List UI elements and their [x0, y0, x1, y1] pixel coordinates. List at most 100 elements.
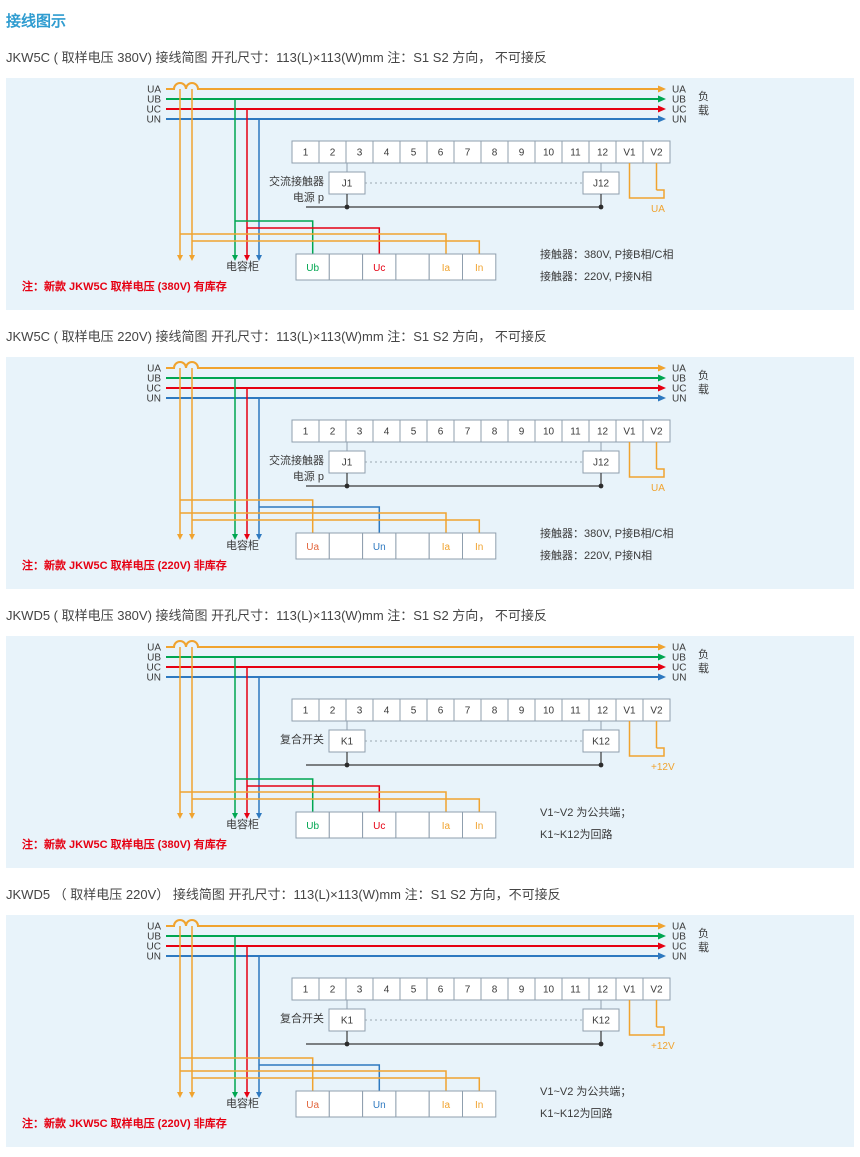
relay-box-end-label: K12 — [592, 737, 610, 748]
phase-right-label-uc: UC — [672, 384, 686, 395]
relay-box-start-label: J1 — [342, 458, 353, 469]
arrow-down-s2-icon — [189, 1092, 195, 1098]
phase-left-label-uc: UC — [147, 942, 161, 953]
stock-note: 注：新款 JKW5C 取样电压 (220V) 非库存 — [22, 1116, 227, 1130]
terminal-cell-label: V2 — [650, 706, 663, 717]
v1v2-bracket-wire — [628, 721, 665, 757]
terminal-cell-label: 9 — [519, 148, 525, 159]
terminal-cell-label: 2 — [330, 148, 336, 159]
capacitor-cabinet-label: 电容柜 — [226, 1096, 259, 1110]
diagram-section: JKWD5 ( 取样电压 380V) 接线简图 开孔尺寸：113(L)×113(… — [6, 605, 854, 868]
stock-note: 注：新款 JKW5C 取样电压 (380V) 有库存 — [22, 279, 227, 293]
terminal-cell-label: 5 — [411, 985, 417, 996]
terminal-cell-label: V2 — [650, 985, 663, 996]
phase-right-label-ua: UA — [672, 643, 686, 654]
terminal-cell-label: 10 — [543, 985, 555, 996]
device-label-line1: 交流接触器 — [269, 174, 324, 188]
capacitor-terminal-label: In — [475, 1100, 483, 1111]
right-note-line1: 接触器：380V, P接B相/C相 — [540, 526, 673, 540]
terminal-cell-label: V1 — [623, 148, 636, 159]
capacitor-terminal-cell — [295, 811, 330, 839]
arrow-down-s1-icon — [177, 534, 183, 540]
capacitor-terminal-cell — [295, 1090, 330, 1118]
phase-line-ua — [166, 361, 658, 369]
capacitor-terminal-cell — [395, 1090, 430, 1118]
terminal-cell-label: 5 — [411, 148, 417, 159]
relay-box-start-label: K1 — [341, 737, 354, 748]
terminal-strip: 1 2 3 4 5 6 7 8 9 10 11 12 V1 V2 — [291, 698, 671, 722]
capacitor-cabinet-label: 电容柜 — [226, 817, 259, 831]
terminal-cell-label: 12 — [597, 427, 609, 438]
right-note-line2: 接触器：220V, P接N相 — [540, 548, 652, 562]
phase-left-label-ub: UB — [147, 95, 161, 106]
feed-in-wire — [192, 240, 481, 254]
terminal-strip: 1 2 3 4 5 6 7 8 9 10 11 12 V1 V2 — [291, 977, 671, 1001]
capacitor-terminal-cell — [462, 532, 497, 560]
wiring-diagram: UA UB UC UN UA UB UC UN 负 载 — [22, 919, 709, 1130]
diagram-panel: UA UB UC UN UA UB UC UN 负 载 — [6, 636, 854, 868]
arrow-right-ub-icon — [658, 95, 666, 103]
feed-in-wire — [192, 519, 481, 533]
phase-right-label-ub: UB — [672, 653, 686, 664]
capacitor-terminal-label: Ub — [306, 821, 319, 832]
relay-box-start-label: K1 — [341, 1016, 354, 1027]
terminal-cell-label: 8 — [492, 427, 498, 438]
terminal-cell-label: 10 — [543, 706, 555, 717]
terminal-cell-label: 5 — [411, 706, 417, 717]
capacitor-terminal-cell — [428, 253, 464, 281]
terminal-cell-label: 6 — [438, 985, 444, 996]
terminal-cell-label: 2 — [330, 985, 336, 996]
arrow-right-ub-icon — [658, 374, 666, 382]
junction-dot — [344, 1041, 350, 1047]
device-label-line2: 电源 p — [293, 469, 324, 483]
phase-right-label-un: UN — [672, 394, 686, 405]
terminal-cell-label: 11 — [570, 985, 581, 996]
phase-right-label-uc: UC — [672, 942, 686, 953]
device-label-line1: 复合开关 — [280, 1011, 324, 1025]
terminal-cell-label: 3 — [357, 148, 363, 159]
arrow-right-uc-icon — [658, 105, 666, 113]
capacitor-terminal-label: Ua — [306, 542, 319, 553]
capacitor-terminal-cell — [328, 532, 364, 560]
feed-un-wire — [259, 1064, 381, 1091]
terminal-cell-label: 12 — [597, 985, 609, 996]
capacitor-terminal-label: Uc — [373, 263, 385, 274]
terminal-cell-label: 7 — [465, 985, 471, 996]
junction-dot — [344, 762, 350, 768]
terminal-cell-label: 7 — [465, 148, 471, 159]
phase-right-label-un: UN — [672, 673, 686, 684]
arrow-down-uc-icon — [244, 813, 250, 819]
capacitor-terminal-label: Ua — [306, 1100, 319, 1111]
right-note-line2: K1~K12为回路 — [540, 1107, 612, 1120]
capacitor-cabinet-label: 电容柜 — [226, 538, 259, 552]
phase-left-label-un: UN — [147, 394, 161, 405]
wiring-diagram: UA UB UC UN UA UB UC UN 负 载 — [22, 361, 709, 572]
power-tag-label: UA — [651, 204, 665, 215]
phase-right-label-ua: UA — [672, 364, 686, 375]
arrow-down-s2-icon — [189, 813, 195, 819]
arrow-right-uc-icon — [658, 942, 666, 950]
arrow-right-ub-icon — [658, 932, 666, 940]
terminal-cell-label: 9 — [519, 706, 525, 717]
terminal-cell-label: 2 — [330, 706, 336, 717]
terminal-cell-label: 4 — [384, 148, 390, 159]
relay-box-start-label: J1 — [342, 179, 353, 190]
sampling-feed-wires — [180, 220, 481, 254]
arrow-down-s2-icon — [189, 255, 195, 261]
arrow-right-un-icon — [658, 673, 666, 681]
v1v2-bracket-wire — [628, 163, 665, 199]
terminal-cell-label: 9 — [519, 985, 525, 996]
phase-right-label-ua: UA — [672, 922, 686, 933]
relay-box-end-label: K12 — [592, 1016, 610, 1027]
section-heading: JKWD5 ( 取样电压 380V) 接线简图 开孔尺寸：113(L)×113(… — [6, 608, 547, 623]
feed-uc-wire — [247, 785, 381, 812]
terminal-cell-label: V2 — [650, 427, 663, 438]
terminal-cell-label: 1 — [303, 148, 309, 159]
phase-line-ua — [166, 640, 658, 648]
diagram-section: JKWD5 （ 取样电压 220V） 接线简图 开孔尺寸：113(L)×113(… — [6, 884, 854, 1147]
capacitor-terminal-row: Ub Uc Ia In — [295, 811, 497, 839]
junction-dot — [344, 204, 350, 210]
capacitor-terminal-row: Ub Uc Ia In — [295, 253, 497, 281]
terminal-strip: 1 2 3 4 5 6 7 8 9 10 11 12 V1 V2 — [291, 140, 671, 164]
terminal-cell-label: 9 — [519, 427, 525, 438]
